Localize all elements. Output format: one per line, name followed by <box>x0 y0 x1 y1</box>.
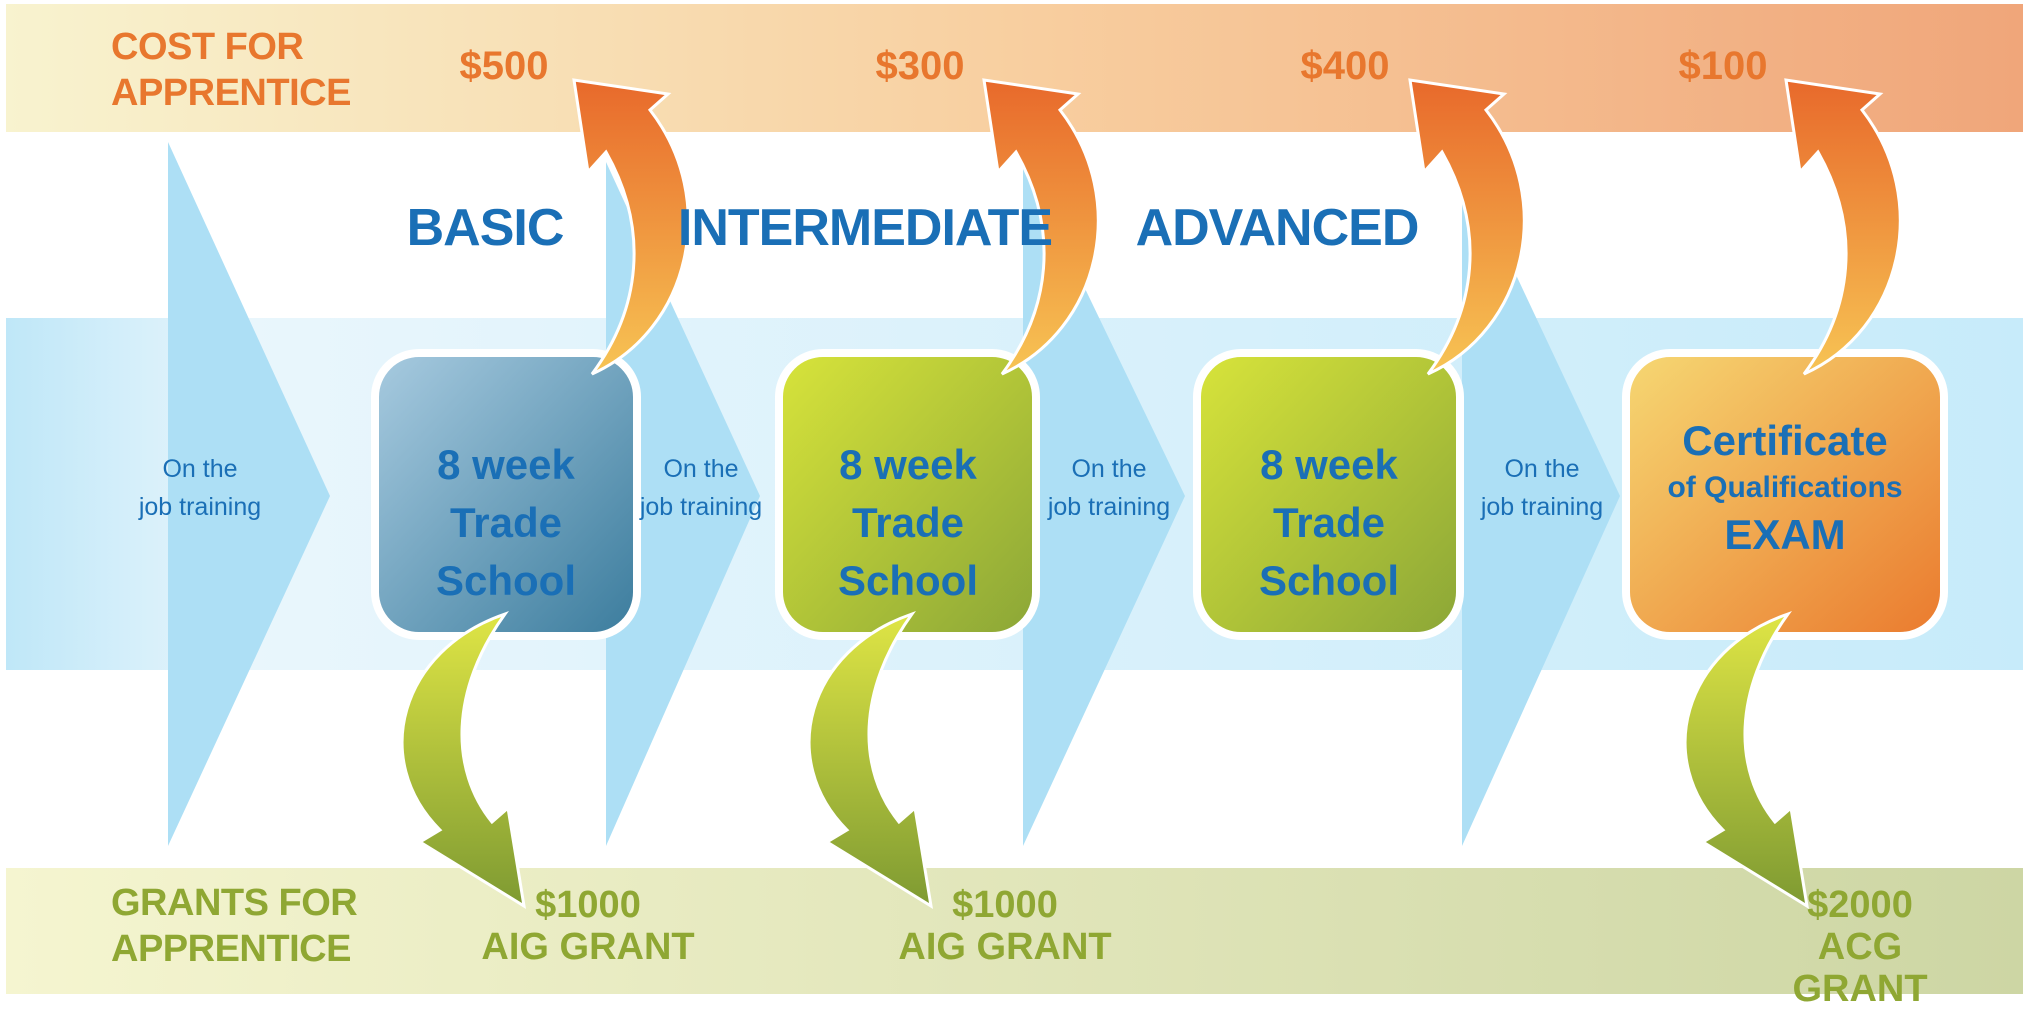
grant-name: ACG GRANT <box>1792 926 1928 1010</box>
grant-basic: $1000 AIG GRANT <box>478 884 698 968</box>
grant-band <box>6 868 2023 994</box>
exam-line3: EXAM <box>1724 511 1846 558</box>
grant-arrows <box>400 611 1810 909</box>
stage-text-advanced: 8 week Trade School <box>1204 436 1454 610</box>
stage-line2: Trade School <box>837 499 978 604</box>
cost-amount-basic: $500 <box>459 44 549 88</box>
grant-name: AIG GRANT <box>898 926 1112 968</box>
cost-arrows <box>572 78 1902 376</box>
stage-box-intermediate <box>775 349 1040 640</box>
chevron-1 <box>168 142 330 846</box>
grant-amount: $2000 <box>1807 884 1913 926</box>
otj-line2: job training <box>639 493 763 521</box>
stage-line2: Trade School <box>1258 499 1399 604</box>
grant-label-line1: GRANTS FOR <box>111 882 358 924</box>
grant-name: AIG GRANT <box>481 926 695 968</box>
grant-arrow-2 <box>807 611 934 909</box>
stage-boxes <box>371 349 1948 640</box>
on-the-job-training-3: On the job training <box>1019 450 1199 526</box>
grant-intermediate: $1000 AIG GRANT <box>895 884 1115 968</box>
otj-line2: job training <box>1047 493 1171 521</box>
grant-amount: $1000 <box>535 884 641 926</box>
cost-amount-exam: $100 <box>1678 44 1768 88</box>
cost-arrow-4 <box>1784 78 1902 376</box>
stage-line1: 8 week <box>839 441 977 488</box>
grant-exam: $2000 ACG GRANT <box>1750 884 1970 1010</box>
stage-line2: Trade School <box>435 499 576 604</box>
on-the-job-training-1: On the job training <box>110 450 290 526</box>
otj-line1: On the <box>663 455 739 483</box>
stage-line1: 8 week <box>1260 441 1398 488</box>
grant-arrow-1 <box>400 611 527 909</box>
grant-arrow-3 <box>1683 611 1810 909</box>
stage-text-basic: 8 week Trade School <box>381 436 631 610</box>
otj-line2: job training <box>1480 493 1604 521</box>
level-intermediate: INTERMEDIATE <box>677 199 1053 257</box>
cost-label-line1: COST FOR <box>111 26 304 68</box>
level-advanced: ADVANCED <box>1135 199 1420 257</box>
exam-line1: Certificate <box>1682 417 1888 464</box>
exam-line2: of Qualifications <box>1667 471 1903 504</box>
otj-line2: job training <box>138 493 262 521</box>
chevron-arrows <box>168 142 1620 846</box>
otj-line1: On the <box>1071 455 1147 483</box>
stage-box-advanced <box>1193 349 1464 640</box>
cost-arrow-3 <box>1408 78 1526 376</box>
chevron-3 <box>1023 160 1185 846</box>
otj-line1: On the <box>162 455 238 483</box>
cost-amount-advanced: $400 <box>1300 44 1390 88</box>
cost-amount-intermediate: $300 <box>875 44 965 88</box>
grant-label-line2: APPRENTICE <box>111 928 351 970</box>
stage-box-exam <box>1622 349 1948 640</box>
cost-arrow-1 <box>572 78 690 376</box>
stage-box-basic <box>371 349 641 640</box>
chevron-4 <box>1462 160 1620 846</box>
level-basic: BASIC <box>406 199 565 257</box>
otj-line1: On the <box>1504 455 1580 483</box>
on-the-job-training-2: On the job training <box>611 450 791 526</box>
grant-amount: $1000 <box>952 884 1058 926</box>
stage-line1: 8 week <box>437 441 575 488</box>
stage-text-exam: Certificate of Qualifications EXAM <box>1645 416 1925 560</box>
cost-label-line2: APPRENTICE <box>111 72 351 114</box>
cost-arrow-2 <box>982 78 1100 376</box>
cost-band-label: COST FOR APPRENTICE <box>111 24 351 116</box>
grant-band-label: GRANTS FOR APPRENTICE <box>111 880 358 972</box>
on-the-job-training-4: On the job training <box>1452 450 1632 526</box>
stage-text-intermediate: 8 week Trade School <box>783 436 1033 610</box>
